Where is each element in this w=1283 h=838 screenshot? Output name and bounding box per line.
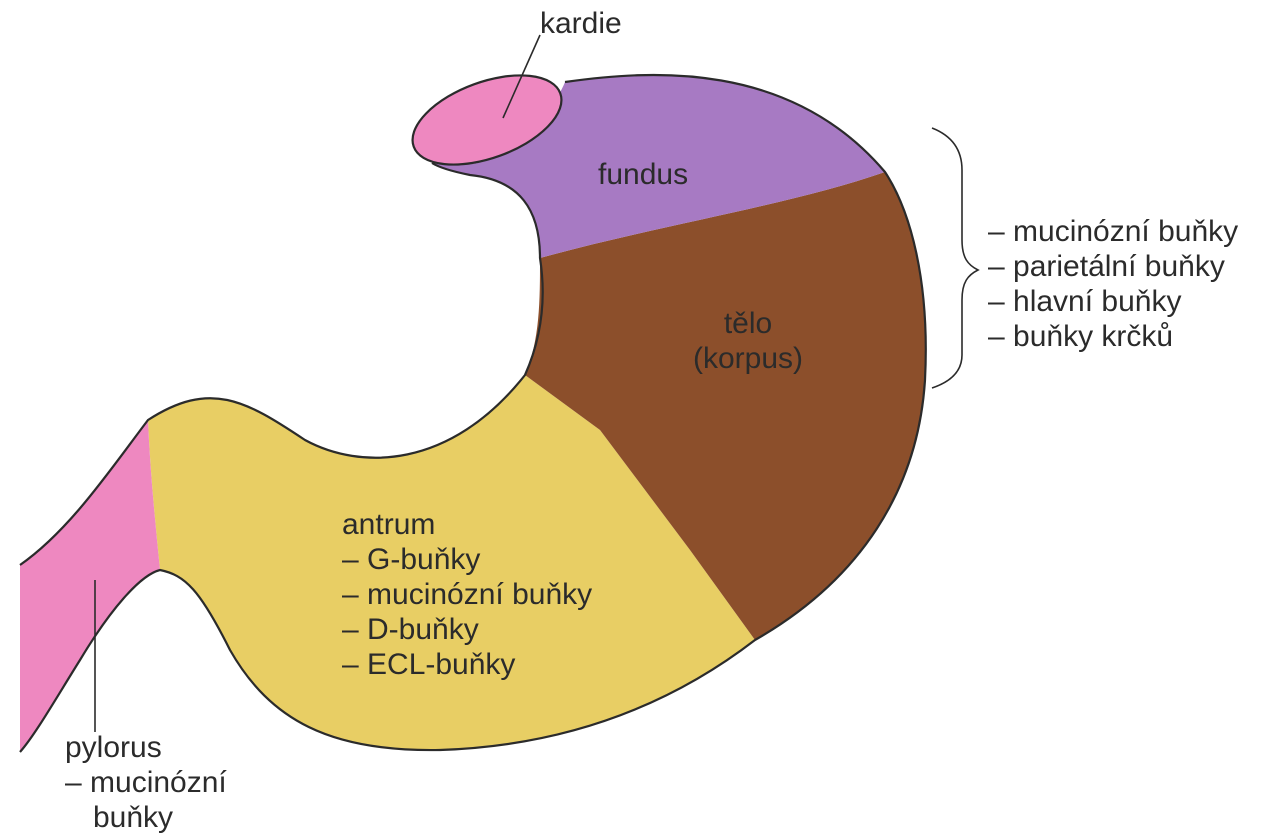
pylorus-cells-line2: buňky bbox=[65, 800, 227, 835]
antrum-label: antrum – G-buňky – mucinózní buňky – D-b… bbox=[342, 507, 592, 682]
fundus-body-cell-item: – parietální buňky bbox=[988, 249, 1238, 284]
pylorus-cells-line1: – mucinózní bbox=[65, 765, 227, 800]
telo-label-line2: (korpus) bbox=[693, 341, 803, 376]
antrum-title: antrum bbox=[342, 507, 592, 542]
antrum-cell-list: – G-buňky – mucinózní buňky – D-buňky – … bbox=[342, 542, 592, 682]
antrum-cell-item: – D-buňky bbox=[342, 612, 592, 647]
pylorus-region bbox=[20, 420, 160, 752]
fundus-body-cell-item: – mucinózní buňky bbox=[988, 214, 1238, 249]
antrum-cell-item: – ECL-buňky bbox=[342, 647, 592, 682]
kardie-label: kardie bbox=[540, 6, 622, 41]
fundus-body-cell-list: – mucinózní buňky – parietální buňky – h… bbox=[988, 214, 1238, 354]
pylorus-label: pylorus – mucinózní buňky bbox=[65, 730, 227, 835]
fundus-body-cells-label: – mucinózní buňky – parietální buňky – h… bbox=[988, 214, 1238, 354]
pylorus-title: pylorus bbox=[65, 730, 227, 765]
antrum-cell-item: – mucinózní buňky bbox=[342, 577, 592, 612]
fundus-label: fundus bbox=[598, 157, 688, 192]
telo-label-line1: tělo bbox=[693, 306, 803, 341]
curly-brace bbox=[932, 128, 978, 388]
fundus-body-cell-item: – hlavní buňky bbox=[988, 284, 1238, 319]
antrum-cell-item: – G-buňky bbox=[342, 542, 592, 577]
telo-label: tělo (korpus) bbox=[693, 306, 803, 376]
fundus-body-cell-item: – buňky krčků bbox=[988, 319, 1238, 354]
